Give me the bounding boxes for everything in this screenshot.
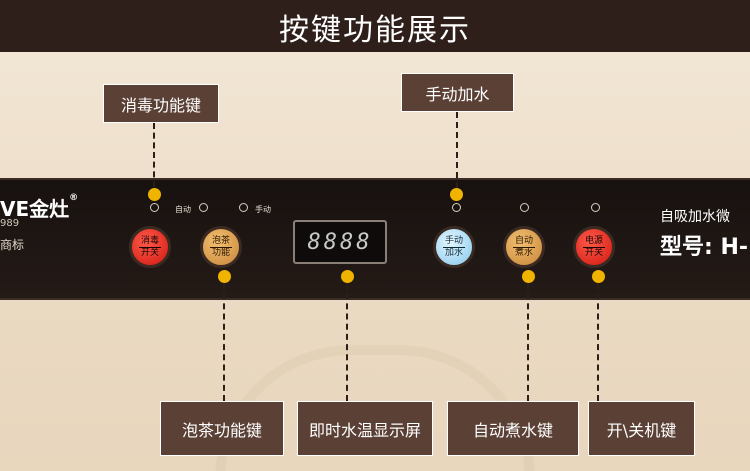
marker-dot-auto-boil [522,270,535,283]
product-name: 自吸加水微 [660,209,730,225]
marker-dot-temp-display [341,270,354,283]
leader-line-manual-water [456,112,458,188]
manual-indicator-label: 手动 [255,205,271,214]
callout-temp-display: 即时水温显示屏 [297,401,433,456]
power-indicator-led [591,203,600,212]
leader-line-auto-boil [527,283,529,401]
power-button[interactable]: 电源 开关 [573,226,615,268]
model-number: 型号: H- [660,235,749,260]
marker-dot-power [592,270,605,283]
brand-subtext: 989 [0,218,20,229]
auto-indicator-led [199,203,208,212]
marker-dot-tea [218,270,231,283]
manual-water-button[interactable]: 手动 加水 [433,226,475,268]
page-title: 按键功能展示 [279,13,471,48]
callout-auto-boil: 自动煮水键 [447,401,579,456]
manual-water-indicator-led [452,203,461,212]
callout-disinfect: 消毒功能键 [103,84,219,123]
callout-power: 开\关机键 [588,401,695,456]
auto-boil-indicator-led [520,203,529,212]
disinfect-button[interactable]: 消毒 开关 [129,226,171,268]
leader-line-temp-display [346,283,348,401]
tea-function-button[interactable]: 泡茶 功能 [200,226,242,268]
leader-line-power [597,283,599,401]
callout-tea: 泡茶功能键 [160,401,284,456]
callout-manual-water: 手动加水 [401,73,514,112]
marker-dot-manual-water [450,188,463,201]
auto-boil-button[interactable]: 自动 煮水 [503,226,545,268]
leader-line-tea [223,283,225,401]
title-banner: 按键功能展示 [0,0,750,52]
disinfect-indicator-led [150,203,159,212]
leader-line-disinfect [153,123,155,187]
marker-dot-disinfect [148,188,161,201]
water-temp-display: 8888 [293,220,387,264]
auto-indicator-label: 自动 [175,205,191,214]
manual-indicator-led [239,203,248,212]
brand-trademark: 商标 [0,238,25,252]
brand-logo: VE金灶® [0,193,79,221]
